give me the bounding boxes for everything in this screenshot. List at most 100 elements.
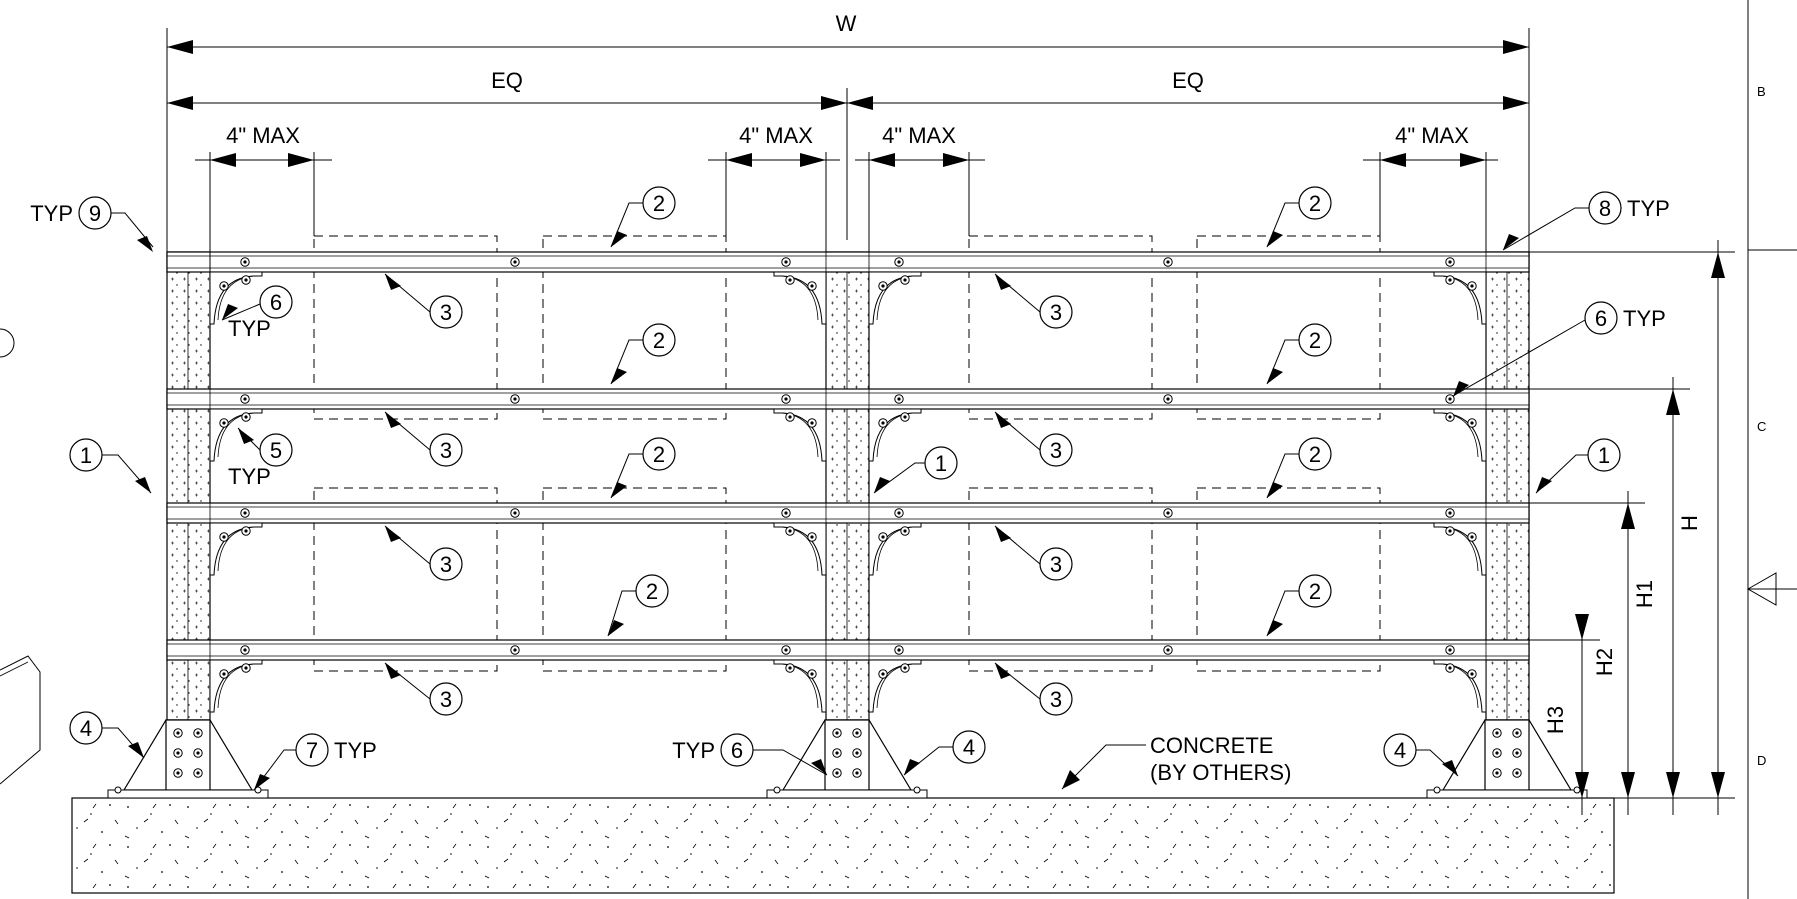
beam-bolt [1445, 257, 1455, 267]
callout-number: 6 [731, 738, 743, 763]
corner-bracket [1433, 271, 1487, 325]
callout-number: 3 [440, 687, 452, 712]
adjacent-detail-fragment [0, 328, 41, 785]
beam-bolt [781, 257, 791, 267]
zone-label-b: B [1757, 84, 1766, 99]
callout-end-bracket: 9 TYP [30, 196, 154, 253]
beam-bolt [240, 394, 250, 404]
beam-bolt [781, 508, 791, 518]
dimension-eq-right-label: EQ [1172, 68, 1204, 93]
beam-bolt [1445, 394, 1455, 404]
callout-panel: 3 [994, 411, 1073, 467]
corner-bracket [1433, 522, 1487, 576]
callout-beam: 2 [1266, 186, 1332, 248]
callout-panel: 3 [384, 662, 463, 716]
corner-bracket [1433, 408, 1487, 462]
callout-number: 9 [89, 201, 101, 226]
corner-bracket [209, 271, 263, 325]
callout-number: 2 [653, 442, 665, 467]
callout-panel: 3 [994, 525, 1073, 581]
dimension-heights: H H1 H2 H3 [1380, 240, 1735, 815]
callout-number: 2 [1309, 579, 1321, 604]
corner-bracket [209, 659, 263, 713]
max-gap-label-2: 4" MAX [739, 123, 813, 148]
callout-number: 3 [440, 438, 452, 463]
beam-bolt [1445, 508, 1455, 518]
corner-bracket [868, 408, 922, 462]
beam-bolt [894, 508, 904, 518]
beam-bolt [894, 257, 904, 267]
max-gap-label-1: 4" MAX [226, 123, 300, 148]
callout-number: 3 [1050, 552, 1062, 577]
callout-panel: 3 [994, 662, 1073, 716]
beam-bolt [240, 508, 250, 518]
corner-bracket [773, 271, 827, 325]
callout-base-plate: 4 [1383, 733, 1459, 777]
beam-bolt [510, 645, 520, 655]
max-gap-label-3: 4" MAX [882, 123, 956, 148]
callout-number: 4 [80, 716, 92, 741]
callout-post: 1 [873, 446, 958, 494]
callout-beam: 2 [1266, 574, 1332, 637]
callout-number: 2 [653, 328, 665, 353]
callout-panel: 3 [384, 411, 463, 467]
beams [166, 251, 1530, 661]
callout-post: 1 [1535, 438, 1621, 494]
dimension-h2-label: H2 [1592, 648, 1617, 676]
concrete-note-line2: (BY OTHERS) [1150, 760, 1291, 785]
title-border: B C D [1746, 0, 1797, 899]
beam-bolt [1163, 508, 1173, 518]
typ-label: TYP [228, 464, 271, 489]
corner-bracket [773, 408, 827, 462]
typ-label: TYP [228, 316, 271, 341]
beam-bolt [1445, 645, 1455, 655]
callout-number: 1 [935, 451, 947, 476]
base-plate-assembly [107, 719, 269, 799]
beam-bolt [1163, 394, 1173, 404]
beam-bolt [510, 257, 520, 267]
dimension-eq: EQ EQ [167, 68, 1529, 240]
corner-bracket [868, 271, 922, 325]
callout-panel: 3 [384, 273, 463, 329]
callout-number: 4 [963, 735, 975, 760]
beam-rail [166, 388, 1530, 410]
callout-number: 3 [1050, 438, 1062, 463]
callout-number: 3 [440, 300, 452, 325]
callout-base-plate: 4 [69, 711, 145, 759]
callout-beam: 2 [610, 323, 676, 385]
callout-beam: 2 [610, 437, 676, 499]
typ-label: TYP [334, 738, 377, 763]
corner-bracket [773, 659, 827, 713]
callout-panel: 3 [384, 525, 463, 581]
corner-bracket [209, 408, 263, 462]
typ-label: TYP [30, 201, 73, 226]
callout-number: 2 [1309, 328, 1321, 353]
callout-beam: 2 [607, 574, 669, 637]
callout-number: 1 [80, 443, 92, 468]
typ-label: TYP [1623, 306, 1666, 331]
concrete-note-line1: CONCRETE [1150, 733, 1273, 758]
beam-bolt [1163, 645, 1173, 655]
callout-beam: 2 [610, 186, 676, 248]
panel-outlines [313, 235, 1381, 672]
callout-number: 2 [1309, 442, 1321, 467]
corner-bracket [1433, 659, 1487, 713]
callout-beam: 2 [1266, 323, 1332, 385]
callout-number: 1 [1598, 443, 1610, 468]
callout-beam: 2 [1266, 437, 1332, 499]
beam-rail [166, 502, 1530, 524]
dimension-w-label: W [836, 11, 857, 36]
beam-bolt [894, 394, 904, 404]
concrete-slab [71, 797, 1615, 894]
max-gap-label-4: 4" MAX [1395, 123, 1469, 148]
callout-number: 5 [270, 438, 282, 463]
beam-bolt [781, 394, 791, 404]
brackets [209, 271, 1487, 713]
dimension-h3-label: H3 [1543, 706, 1568, 734]
callout-post: 1 [69, 438, 152, 494]
zone-label-d: D [1757, 753, 1766, 768]
callout-number: 3 [1050, 687, 1062, 712]
